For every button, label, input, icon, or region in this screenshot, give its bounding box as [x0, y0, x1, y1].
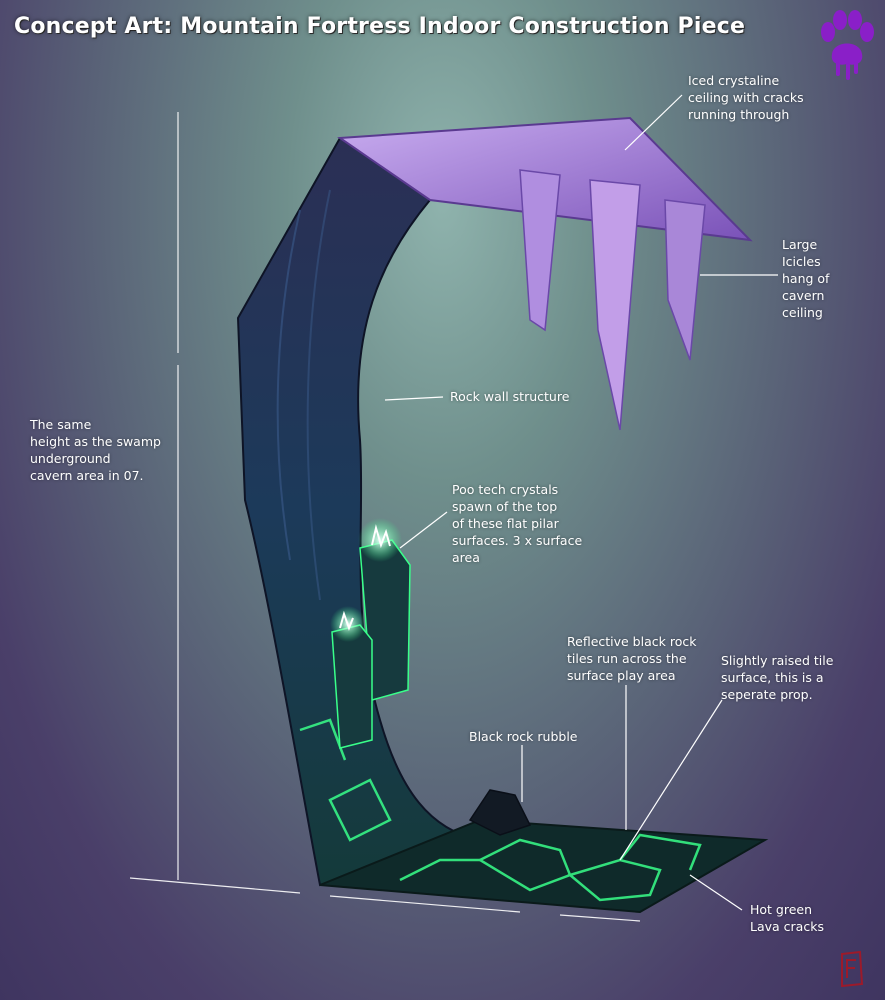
ceiling-note: Iced crystaline ceiling with cracks runn… — [688, 73, 804, 122]
leader-lines — [384, 94, 778, 911]
page-title: Concept Art: Mountain Fortress Indoor Co… — [14, 14, 746, 39]
artist-signature-icon — [841, 950, 864, 988]
lava-note: Hot green Lava cracks — [750, 902, 824, 934]
rock-wall-note: Rock wall structure — [450, 389, 570, 404]
crystal-pillars — [330, 518, 411, 749]
tiles-note: Reflective black rock tiles run across t… — [567, 634, 697, 683]
paw-print-icon — [821, 10, 874, 80]
raised-tile-note: Slightly raised tile surface, this is a … — [721, 653, 834, 702]
height-note: The same height as the swamp underground… — [30, 417, 161, 483]
crystals-note: Poo tech crystals spawn of the top of th… — [452, 482, 583, 565]
ice-ceiling — [337, 116, 753, 431]
icicles-note: Large Icicles hang of cavern ceiling — [782, 237, 830, 320]
height-guide — [129, 112, 641, 922]
rubble-note: Black rock rubble — [469, 729, 578, 744]
rock-rubble — [468, 789, 532, 836]
rock-wall — [236, 136, 481, 887]
